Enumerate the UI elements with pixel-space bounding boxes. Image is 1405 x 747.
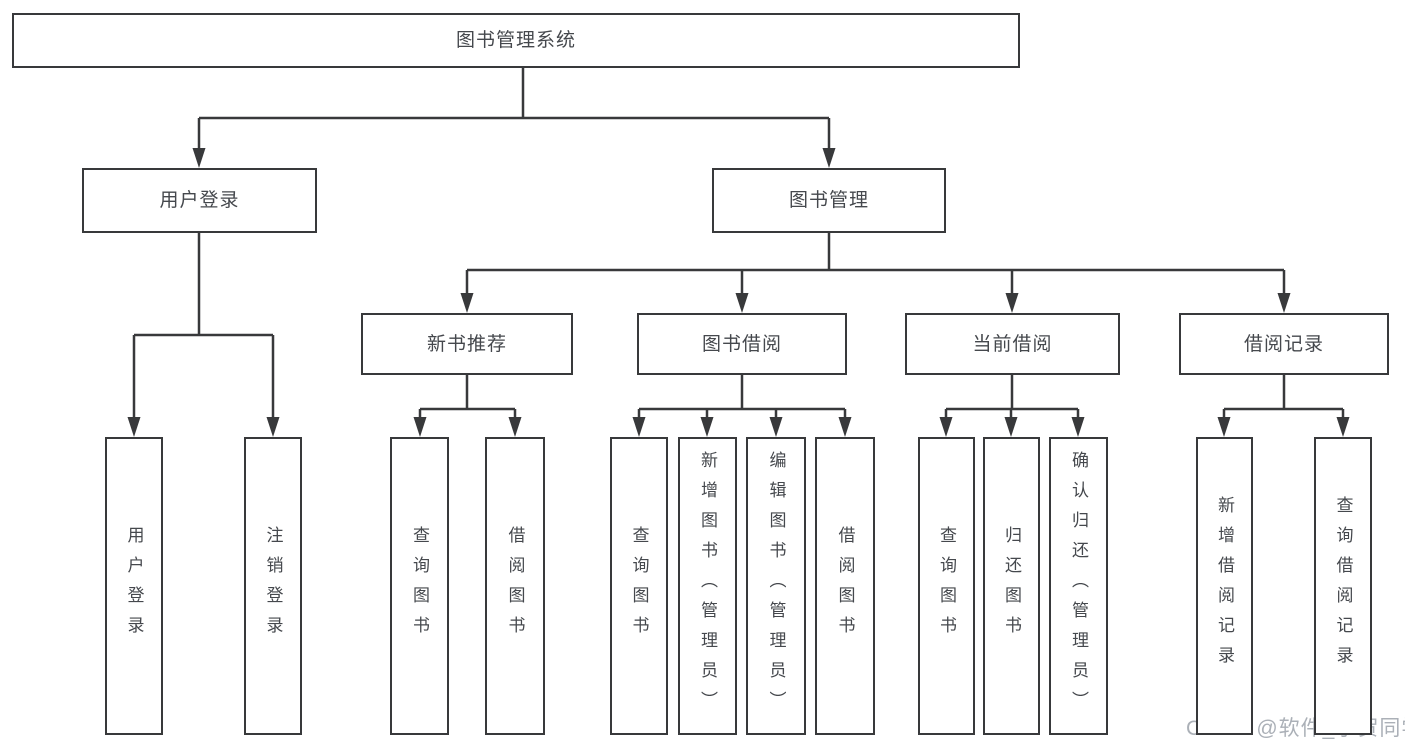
arrowhead-icon	[939, 417, 953, 437]
node-leaf-nb-borrow: 借阅图书	[485, 437, 545, 735]
node-leaf-br-query: 查询借阅记录	[1314, 437, 1372, 735]
node-leaf-nb-query: 查询图书	[390, 437, 449, 735]
node-leaf-br-add: 新增借阅记录	[1196, 437, 1253, 735]
node-leaf-user-login: 用户登录	[105, 437, 163, 735]
arrowhead-icon	[735, 293, 749, 313]
connector-user-login-group	[127, 233, 280, 437]
arrowhead-icon	[1277, 293, 1291, 313]
node-leaf-bb-borrow: 借阅图书	[815, 437, 875, 735]
arrowhead-icon	[1004, 417, 1018, 437]
arrowhead-icon	[413, 417, 427, 437]
node-leaf-bb-query: 查询图书	[610, 437, 668, 735]
connector-book-borrow	[632, 375, 852, 437]
node-book-management: 图书管理	[712, 168, 946, 233]
node-root: 图书管理系统	[12, 13, 1020, 68]
arrowhead-icon	[822, 148, 836, 168]
connector-borrow-records	[1217, 375, 1350, 437]
arrowhead-icon	[460, 293, 474, 313]
connector-current-borrow	[939, 375, 1085, 437]
arrowhead-icon	[1217, 417, 1231, 437]
node-leaf-cb-return: 归还图书	[983, 437, 1040, 735]
arrowhead-icon	[1336, 417, 1350, 437]
node-leaf-cb-confirm: 确认归还（管理员）	[1049, 437, 1108, 735]
connector-root	[192, 68, 836, 168]
arrowhead-icon	[632, 417, 646, 437]
connector-new-book-recommend	[413, 375, 522, 437]
arrowhead-icon	[127, 417, 141, 437]
node-book-borrow: 图书借阅	[637, 313, 847, 375]
node-leaf-bb-add: 新增图书（管理员）	[678, 437, 737, 735]
arrowhead-icon	[838, 417, 852, 437]
arrowhead-icon	[192, 148, 206, 168]
arrowhead-icon	[1005, 293, 1019, 313]
node-leaf-cb-query: 查询图书	[918, 437, 975, 735]
node-leaf-logout: 注销登录	[244, 437, 302, 735]
arrowhead-icon	[769, 417, 783, 437]
node-new-book-recommend: 新书推荐	[361, 313, 573, 375]
arrowhead-icon	[1071, 417, 1085, 437]
node-user-login-group: 用户登录	[82, 168, 317, 233]
connector-book-management	[460, 233, 1291, 313]
node-borrow-records: 借阅记录	[1179, 313, 1389, 375]
arrowhead-icon	[700, 417, 714, 437]
node-current-borrow: 当前借阅	[905, 313, 1120, 375]
arrowhead-icon	[266, 417, 280, 437]
arrowhead-icon	[508, 417, 522, 437]
node-leaf-bb-edit: 编辑图书（管理员）	[746, 437, 806, 735]
